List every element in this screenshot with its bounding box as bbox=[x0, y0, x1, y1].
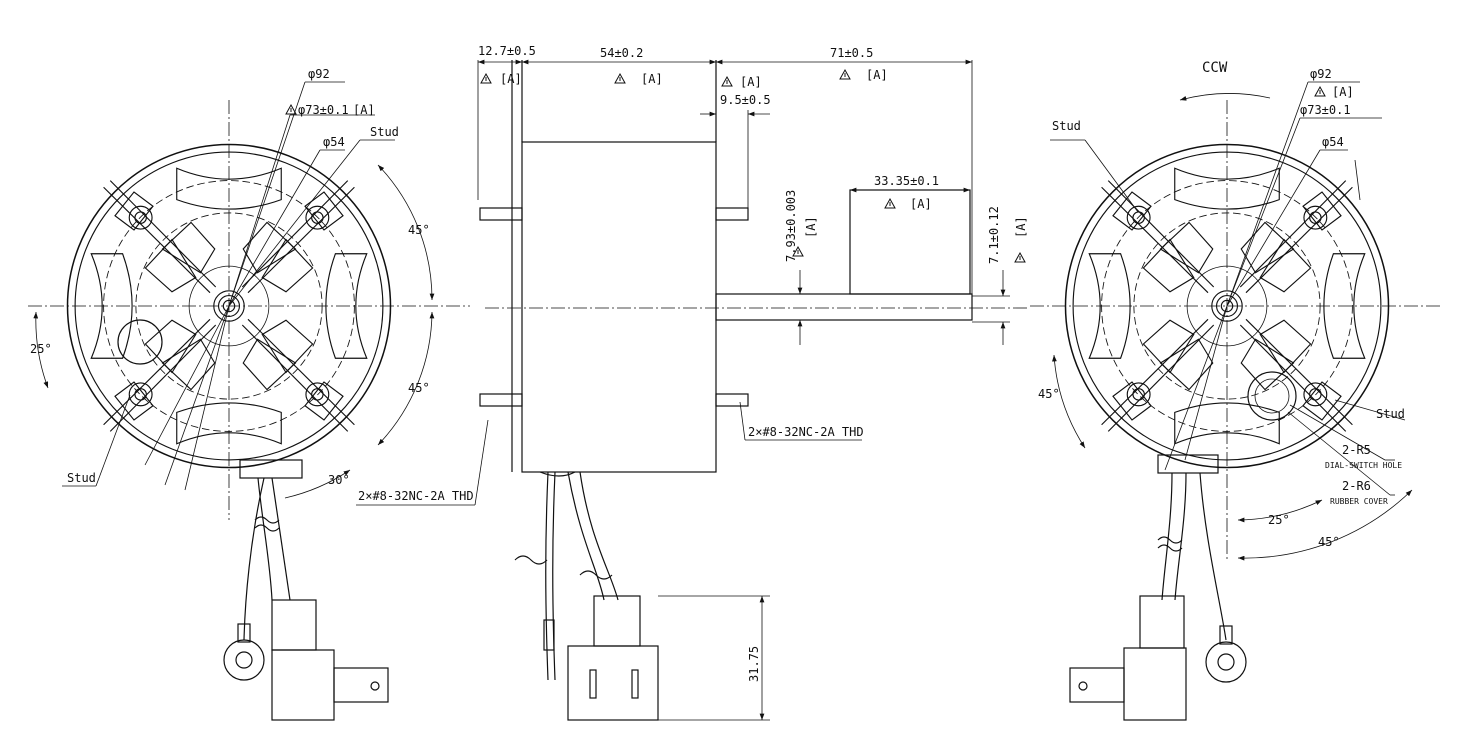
right-angle-25: 25° bbox=[1268, 513, 1290, 527]
left-stud-top-label: Stud bbox=[370, 125, 399, 139]
dim-7-93: 7.93±0.003 bbox=[784, 190, 798, 262]
right-stud-top-label: Stud bbox=[1052, 119, 1081, 133]
ref-a-71: [A] bbox=[866, 68, 888, 82]
dim-31-75: 31.75 bbox=[747, 646, 761, 682]
left-dimension-labels: φ92 φ73±0.1 [A] φ54 Stud Stud 45° 45° 25… bbox=[30, 67, 430, 487]
left-angle-45-lower: 45° bbox=[408, 381, 430, 395]
right-dimension-labels: CCW φ92 [A] φ73±0.1 φ54 Stud Stud 2-R5 D… bbox=[1038, 60, 1405, 549]
left-angle-45-upper: 45° bbox=[408, 223, 430, 237]
ref-a-12-7: [A] bbox=[500, 72, 522, 86]
ccw-label: CCW bbox=[1202, 60, 1228, 76]
dim-33-35: 33.35±0.1 bbox=[874, 174, 939, 188]
right-angle-45-bottom: 45° bbox=[1318, 535, 1340, 549]
right-phi54-label: φ54 bbox=[1322, 135, 1344, 149]
ref-a-7-1: [A] bbox=[1014, 216, 1028, 238]
r6-note: RUBBER COVER bbox=[1330, 497, 1388, 506]
thread-right-label: 2×#8-32NC-2A THD bbox=[748, 425, 864, 439]
thread-left-label: 2×#8-32NC-2A THD bbox=[358, 489, 474, 503]
ref-a-33-35: [A] bbox=[910, 197, 932, 211]
dim-71: 71±0.5 bbox=[830, 46, 873, 60]
dim-12-7: 12.7±0.5 bbox=[478, 44, 536, 58]
right-phi73-label: φ73±0.1 bbox=[1300, 103, 1351, 117]
r5-note: DIAL-SWITCH HOLE bbox=[1325, 461, 1402, 470]
right-ref-a: [A] bbox=[1332, 85, 1354, 99]
ref-a-7-93: [A] bbox=[804, 216, 818, 238]
left-angle-30: 30° bbox=[328, 473, 350, 487]
left-phi92-label: φ92 bbox=[308, 67, 330, 81]
right-stud-bottom-label: Stud bbox=[1376, 407, 1405, 421]
dim-54: 54±0.2 bbox=[600, 46, 643, 60]
left-phi73-label: φ73±0.1 bbox=[298, 103, 349, 117]
left-phi73-ref: [A] bbox=[353, 103, 375, 117]
dim-9-5: 9.5±0.5 bbox=[720, 93, 771, 107]
dim-7-1: 7.1±0.12 bbox=[987, 206, 1001, 264]
left-phi54-label: φ54 bbox=[323, 135, 345, 149]
right-phi92-label: φ92 bbox=[1310, 67, 1332, 81]
r5-label: 2-R5 bbox=[1342, 443, 1371, 457]
left-face-view: φ92 φ73±0.1 [A] φ54 Stud Stud 45° 45° 25… bbox=[28, 67, 470, 721]
r6-label: 2-R6 bbox=[1342, 479, 1371, 493]
side-view: 12.7±0.5 [A] 54±0.2 [A] 71±0.5 [A] [A] 9… bbox=[356, 44, 1030, 721]
ref-a-54: [A] bbox=[641, 72, 663, 86]
left-angle-25: 25° bbox=[30, 342, 52, 356]
right-angle-45-left: 45° bbox=[1038, 387, 1060, 401]
left-stud-bottom-label: Stud bbox=[67, 471, 96, 485]
side-dimension-labels: 12.7±0.5 [A] 54±0.2 [A] 71±0.5 [A] [A] 9… bbox=[358, 44, 1028, 682]
ref-a-9-5: [A] bbox=[740, 75, 762, 89]
right-face-view: CCW φ92 [A] φ73±0.1 φ54 Stud Stud 2-R5 D… bbox=[1030, 60, 1440, 721]
